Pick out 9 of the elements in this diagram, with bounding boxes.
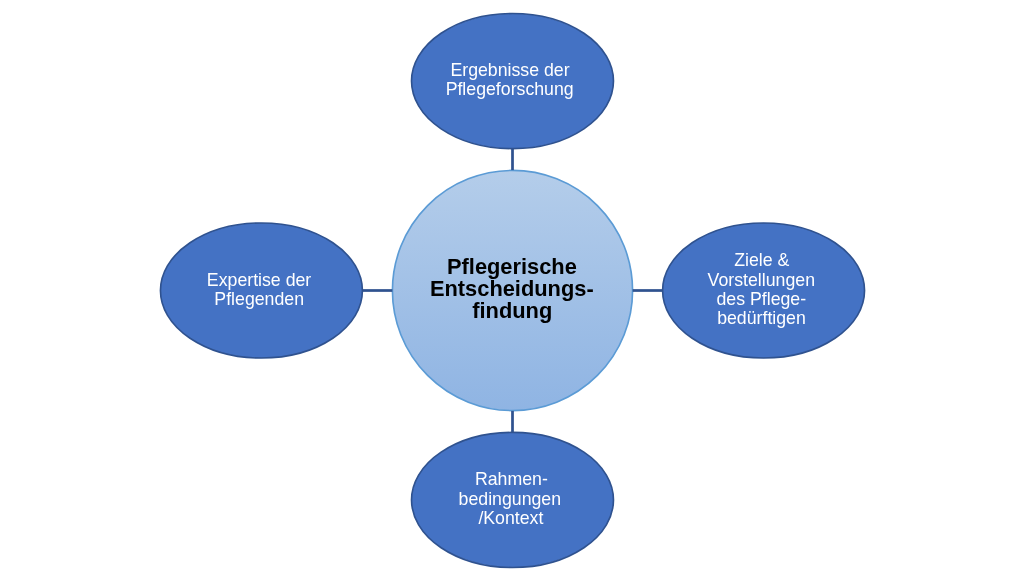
connector	[632, 289, 662, 292]
node-ellipse: Rahmen- bedingungen /Kontext	[410, 431, 614, 569]
node-ellipse: Ziele & Vorstellungen des Pflege- bedürftigen	[661, 222, 865, 359]
node-ellipse: Expertise der Pflegenden	[159, 222, 363, 359]
node-circle: Pflegerische Entscheidungs- findung	[391, 169, 633, 412]
connector	[510, 410, 514, 432]
node-ellipse: Ergebnisse der Pflegeforschung	[410, 12, 614, 150]
connector	[510, 148, 514, 171]
connector	[361, 289, 392, 292]
